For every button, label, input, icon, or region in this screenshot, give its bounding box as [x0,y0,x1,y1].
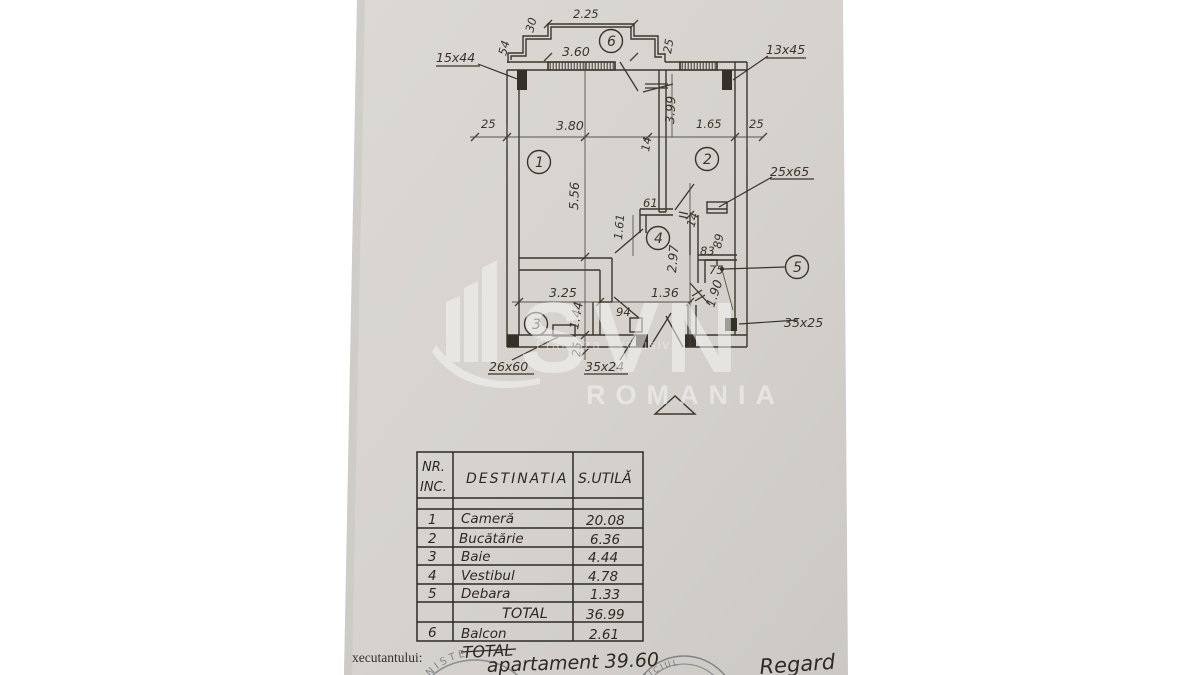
table-row: 5 Debara 1.33 [428,586,620,603]
window-room2 [679,61,718,71]
svg-text:Baie: Baie [461,549,491,565]
svg-text:6: 6 [428,625,437,641]
svg-text:20.08: 20.08 [586,513,625,529]
window-room1 [547,61,616,71]
svg-text:1: 1 [535,155,544,171]
svn-logo-bars-icon [432,260,540,388]
watermark-brand: SVN [520,282,744,394]
dim-room2-width: 1.65 [696,117,722,131]
area-table-text: NR. INC. DESTINATIA S.UTILĂ 1 Cameră 20.… [420,460,632,643]
svg-text:Vestibul: Vestibul [461,568,515,584]
svg-text:2: 2 [428,531,437,547]
table-header-inc: INC. [420,480,447,495]
paper-left-edge-shade [344,0,365,675]
dim-stub-61: 61 [643,196,658,210]
svg-text:4: 4 [428,568,437,584]
dim-room2-length: 3.99 [662,96,678,125]
dim-room1-length: 5.56 [566,182,582,210]
table-row: 1 Cameră 20.08 [428,511,625,529]
svg-text:3: 3 [428,549,437,565]
label-fix-26x60: 26x60 [489,359,528,374]
dim-step-54: 54 [495,39,512,57]
room-number-3: 3 [523,311,549,337]
wall-piers [507,70,737,347]
room-number-5: 5 [784,254,810,280]
svg-text:Cameră: Cameră [461,511,514,527]
dim-bath-width: 3.25 [549,285,577,300]
svg-text:4.78: 4.78 [588,569,618,585]
svg-text:5: 5 [793,260,802,276]
dim-step-30: 30 [522,16,539,34]
label-radiator: 25x65 [770,164,809,179]
dim-balcony-side: 25 [660,38,676,55]
room-number-2: 2 [694,146,720,172]
watermark-tagline: Franciza Exclusiva [536,337,680,352]
leader-lines [436,55,814,375]
table-header-sutila: S.UTILĂ [578,470,632,487]
svg-text:2: 2 [703,152,712,168]
dim-wall-left: 25 [481,117,496,131]
dim-136: 1.36 [651,285,679,300]
table-row: 3 Baie 4.44 [428,549,618,566]
room-number-4: 4 [645,225,671,251]
room-number-6: 6 [598,28,624,54]
dim-door-161: 1.61 [611,214,627,241]
table-header-nr: NR. [422,460,445,475]
svg-text:1: 1 [428,512,437,528]
svg-text:TOTAL: TOTAL [502,606,548,622]
area-table-grid [416,451,644,642]
svg-text:Debara: Debara [461,586,510,602]
watermark-country: ROMANIA [586,380,785,410]
svg-text:2.61: 2.61 [589,627,619,643]
svg-text:4: 4 [654,231,663,247]
handwritten-apartment-total: apartament 39.60 [486,649,659,675]
svg-text:3: 3 [532,317,541,333]
dim-wall25-bottom: 25 [569,341,584,357]
executant-label: xecutantului: [352,650,422,665]
dim-wall-right: 25 [749,117,764,131]
dim-bath-length: 1.44 [566,300,586,330]
dim-hall-length: 2.97 [664,244,681,273]
table-row: 2 Bucătărie 6.36 [428,531,620,548]
paper-sheet [344,0,848,675]
label-fix-35x25: 35x25 [784,315,823,330]
handwritten-total: TOTAL [462,640,513,662]
svg-text:6.36: 6.36 [590,532,620,548]
dim-wall14-top: 14 [638,136,654,153]
svn-watermark: SVN Franciza Exclusiva ROMANIA [432,260,785,410]
svg-text:Bucătărie: Bucătărie [459,531,524,547]
svg-text:5: 5 [428,586,437,602]
dim-balcony-opening: 3.60 [562,44,590,59]
dim-top-width: 2.25 [573,7,599,21]
table-row-total: TOTAL 36.99 [502,606,625,623]
room-number-1: 1 [526,149,552,175]
svg-text:4.44: 4.44 [588,550,618,566]
svg-text:6: 6 [607,34,616,50]
north-triangle [653,395,697,415]
svg-text:Balcon: Balcon [461,626,507,642]
label-fix-35x24: 35x24 [585,359,624,374]
svg-text:1.33: 1.33 [590,587,620,603]
table-header-destinatia: DESTINATIA [466,471,568,487]
handwritten-signature: Regard [759,650,837,675]
table-row: 4 Vestibul 4.78 [428,568,618,585]
dim-door-14: 14 [684,211,702,229]
dim-75: 75 [709,263,724,277]
dim-83: 83 [700,244,715,258]
dim-89: 89 [710,233,726,250]
dimension-lines [470,19,768,360]
dim-room1-width: 3.80 [556,118,584,133]
radiator-recess [706,201,728,214]
label-window-left: 15x44 [436,50,475,65]
handwritten-total-strike [460,648,517,653]
svg-text:36.99: 36.99 [586,607,625,623]
table-row: 6 Balcon 2.61 [428,625,619,643]
label-window-right: 13x45 [766,42,805,57]
floorplan-walls [506,23,748,348]
dim-door-94: 94 [616,305,631,319]
